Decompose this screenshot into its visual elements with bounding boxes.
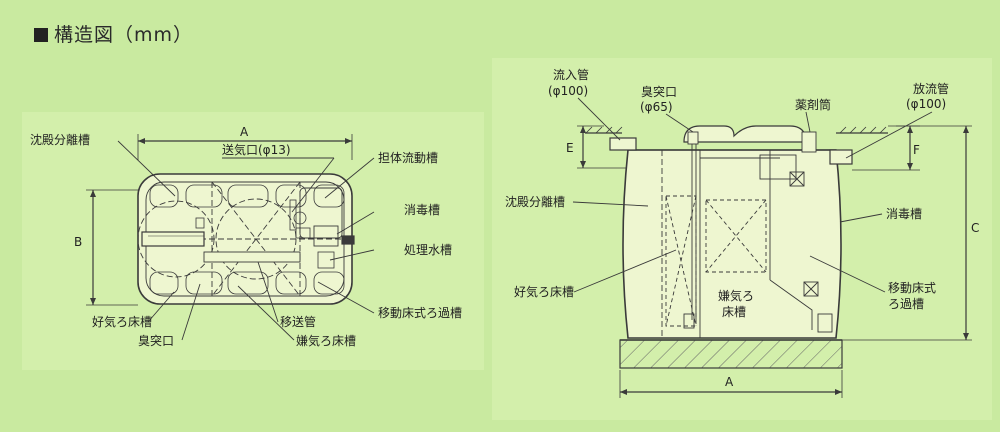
section-label-inflow-size: (φ100): [548, 84, 588, 98]
section-dim-e-label: E: [566, 141, 574, 155]
page-title: 構造図（mm）: [34, 20, 193, 47]
section-label-aerobic: 好気ろ床槽: [514, 284, 574, 299]
section-label-disinfection: 消毒槽: [886, 207, 922, 221]
section-tank-outline: [622, 149, 842, 339]
section-label-moving-2: ろ過槽: [888, 297, 924, 311]
section-chem-tube: [801, 131, 817, 153]
section-label-inflow: 流入管: [553, 67, 589, 82]
page-title-text: 構造図（mm）: [54, 24, 194, 46]
plan-label-air-port: 送気口(φ13): [222, 142, 291, 157]
section-inflow-pipe: [609, 137, 637, 151]
section-label-anaerobic-2: 床槽: [722, 305, 746, 319]
plan-disinfection-unit: [313, 225, 339, 247]
section-label-outflow-size: (φ100): [906, 97, 946, 111]
section-outflow-pipe: [829, 149, 853, 165]
plan-dim-a-label: A: [240, 125, 249, 139]
plan-view: [86, 134, 375, 341]
section-view: [572, 97, 972, 398]
section-label-odor: 臭突口: [641, 84, 677, 99]
section-base-slab: [619, 339, 843, 369]
plan-inlet-pipe: [141, 231, 205, 247]
plan-label-moving-bed: 移動床式ろ過槽: [378, 306, 462, 320]
plan-carrier-unit: [299, 187, 343, 239]
section-label-chem-tube: 薬剤筒: [795, 97, 831, 112]
section-tank-top: [683, 125, 807, 143]
section-dim-f-label: F: [913, 143, 920, 157]
section-label-odor-size: (φ65): [640, 100, 673, 114]
plan-label-transfer-pipe: 移送管: [280, 314, 316, 329]
plan-label-aerobic: 好気ろ床槽: [92, 314, 152, 329]
square-bullet-icon: [34, 28, 48, 42]
plan-label-sedimentation: 沈殿分離槽: [30, 132, 90, 147]
section-label-outflow: 放流管: [913, 81, 949, 96]
section-label-sedimentation: 沈殿分離槽: [505, 194, 565, 209]
plan-transfer-pipe: [203, 251, 301, 263]
plan-label-odor-port: 臭突口: [138, 333, 174, 348]
section-dim-c-label: C: [971, 221, 979, 235]
plan-label-treated-water: 処理水槽: [404, 243, 452, 257]
section-label-anaerobic-1: 嫌気ろ: [718, 288, 754, 303]
plan-label-anaerobic: 嫌気ろ床槽: [296, 333, 356, 348]
section-dim-a-label: A: [725, 375, 734, 389]
section-label-moving-1: 移動床式: [888, 281, 936, 295]
plan-label-carrier-flow: 担体流動槽: [378, 151, 438, 165]
plan-outlet: [341, 235, 355, 245]
plan-label-disinfection: 消毒槽: [404, 203, 440, 217]
plan-dim-b-label: B: [74, 235, 82, 249]
